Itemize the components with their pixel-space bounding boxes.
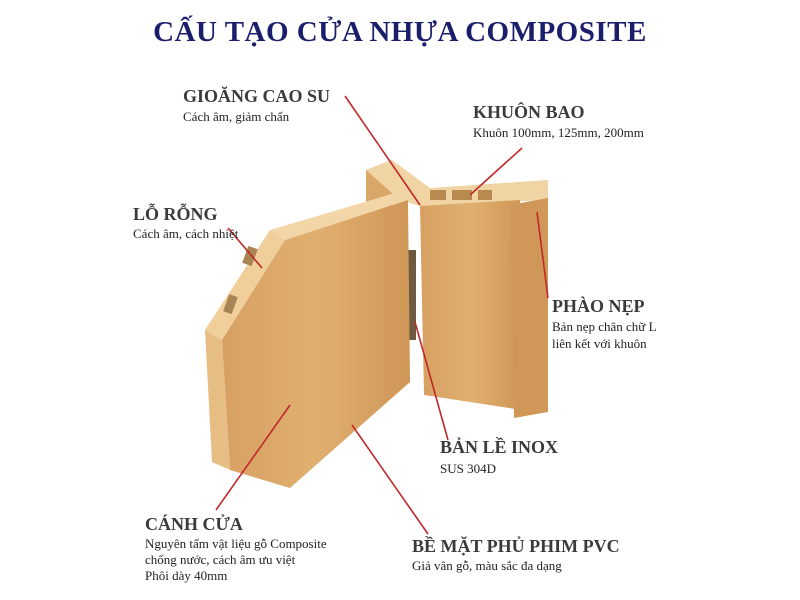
desc-ban-le-inox: SUS 304D: [440, 461, 496, 476]
label-ban-le-inox: BẢN LỀ INOX: [440, 437, 559, 457]
leader-lines: [215, 95, 549, 535]
desc-be-mat-phu-phim: Giả vân gỗ, màu sắc đa dạng: [412, 558, 562, 573]
label-canh-cua: CÁNH CỬA: [145, 514, 243, 534]
desc-lo-rong: Cách âm, cách nhiệt: [133, 226, 239, 241]
label-lo-rong: LỖ RỖNG: [133, 204, 218, 224]
label-be-mat-phu-phim: BỀ MẶT PHỦ PHIM PVC: [412, 536, 620, 556]
desc-khuon-bao: Khuôn 100mm, 125mm, 200mm: [473, 125, 644, 140]
desc-phao-nep-1: Bản nẹp chân chữ L: [552, 319, 657, 334]
label-phao-nep: PHÀO NẸP: [552, 296, 645, 316]
desc-canh-cua-1: Nguyên tấm vật liệu gỗ Composite: [145, 536, 327, 551]
door-leaf: [205, 193, 410, 488]
leader-gioang: [344, 95, 421, 206]
leader-canh-cua: [215, 404, 291, 511]
label-khuon-bao: KHUÔN BAO: [473, 102, 585, 122]
label-gioang-cao-su: GIOĂNG CAO SU: [183, 86, 331, 106]
diagram-title: CẤU TẠO CỬA NHỰA COMPOSITE: [153, 16, 647, 48]
desc-canh-cua-2: chống nước, cách âm ưu việt: [145, 552, 296, 567]
leader-lo-rong: [227, 227, 263, 269]
desc-gioang-cao-su: Cách âm, giảm chấn: [183, 109, 290, 124]
leader-khuon: [469, 147, 523, 196]
desc-canh-cua-3: Phôi dày 40mm: [145, 568, 228, 583]
leader-ban-le: [414, 321, 449, 441]
leader-be-mat: [351, 424, 429, 535]
hinge: [408, 250, 416, 340]
desc-phao-nep-2: liên kết với khuôn: [552, 336, 647, 351]
leader-phao-nep: [536, 211, 549, 299]
